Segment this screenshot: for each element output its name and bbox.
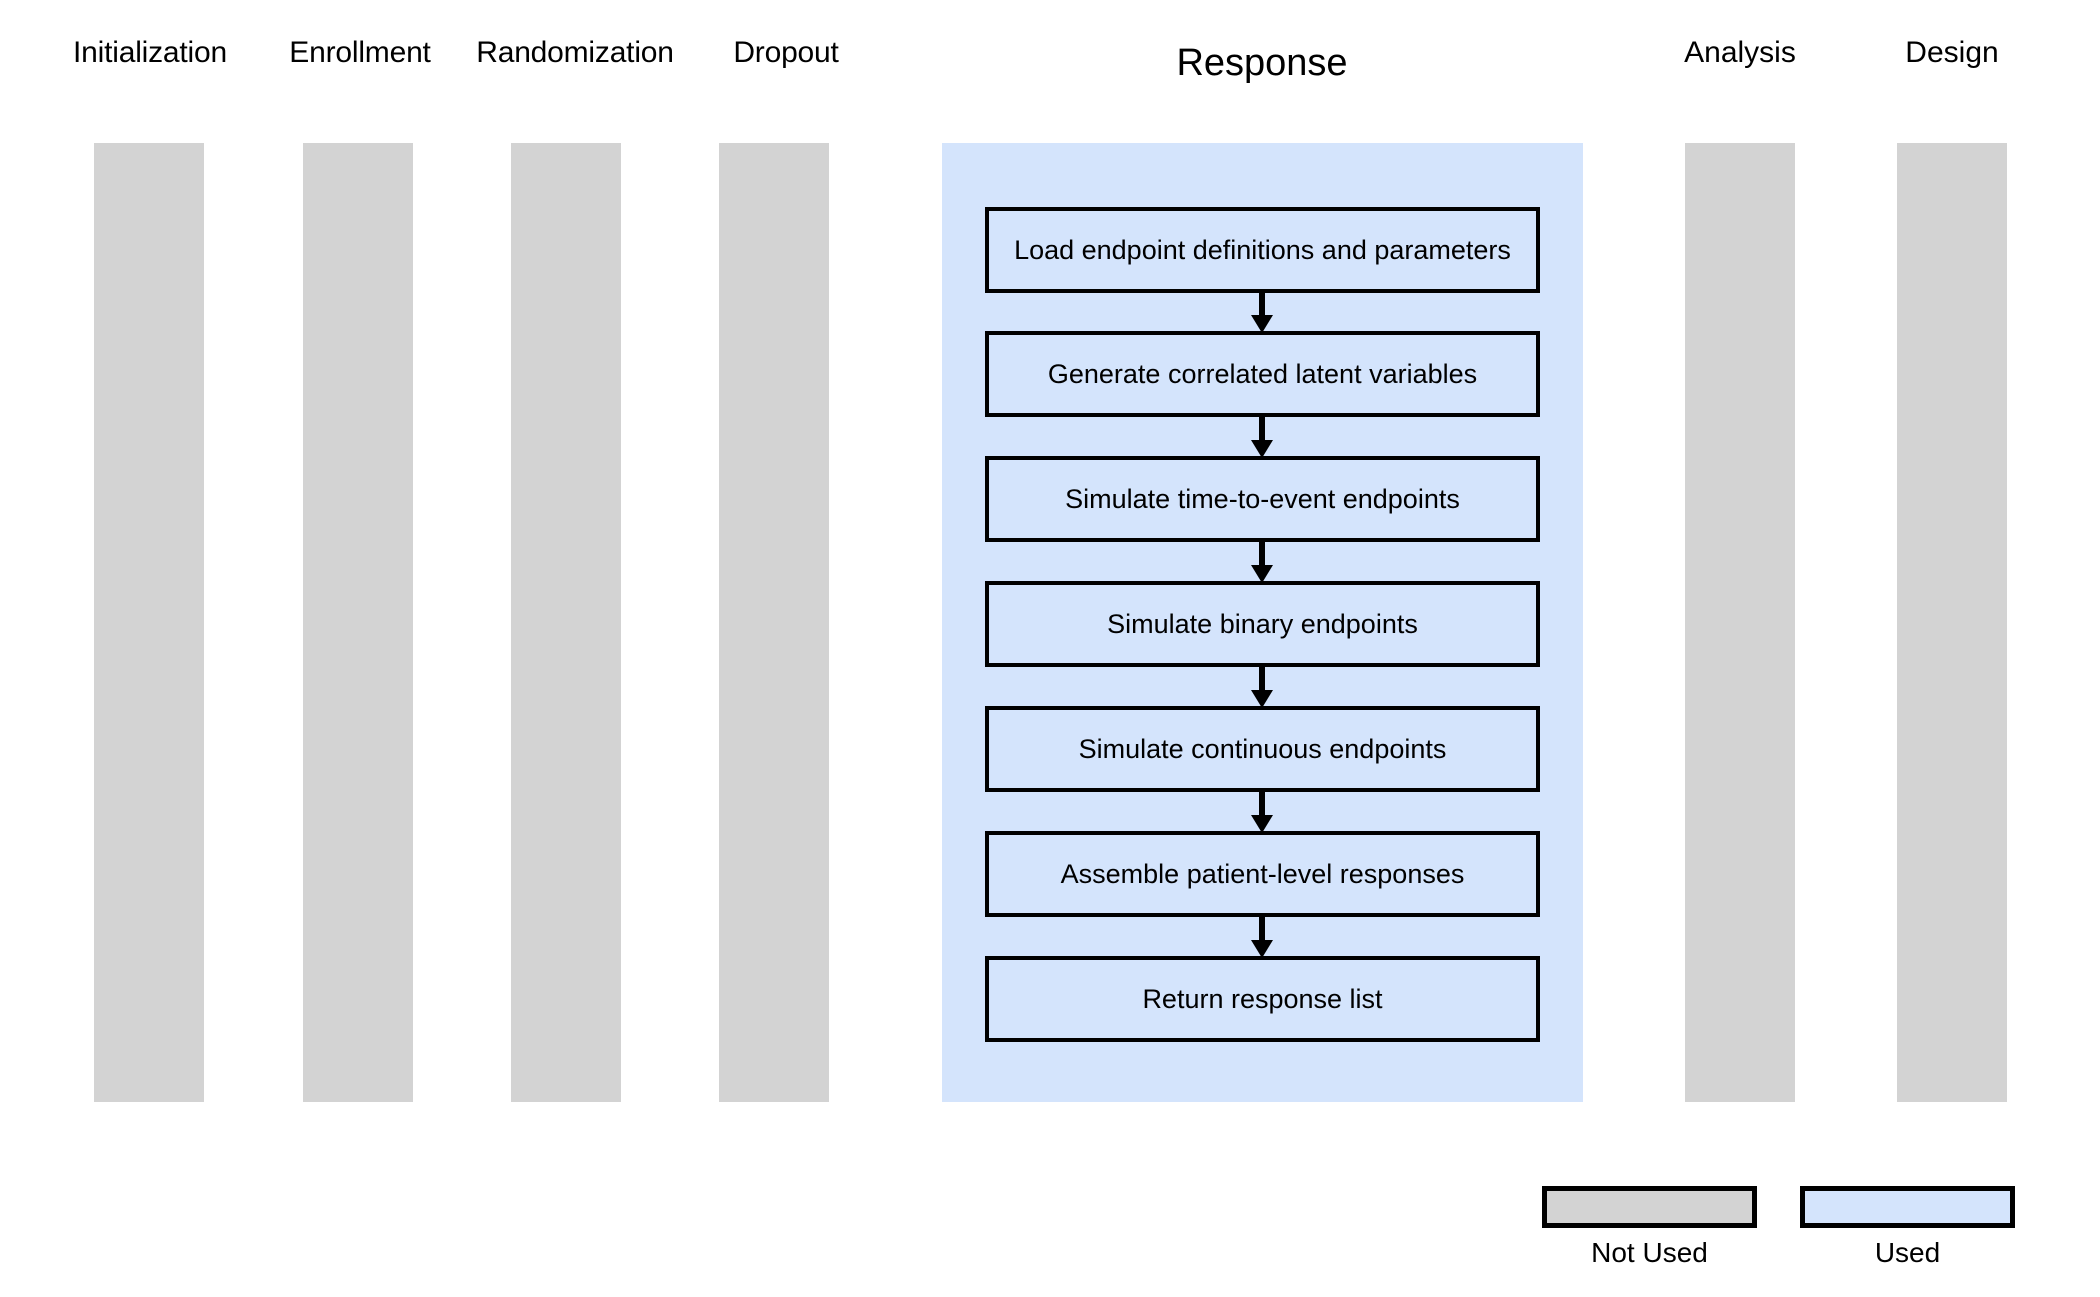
column-header-design: Design bbox=[1905, 36, 1999, 69]
column-header-response: Response bbox=[1176, 42, 1348, 84]
legend-item-used: Used bbox=[1800, 1186, 2015, 1269]
flow-step-2[interactable]: Generate correlated latent variables bbox=[985, 331, 1540, 417]
flow-arrow-5-to-6 bbox=[1245, 791, 1279, 833]
flow-arrow-2-to-3 bbox=[1245, 416, 1279, 458]
legend-label-not-used: Not Used bbox=[1591, 1237, 1708, 1268]
legend-item-not-used: Not Used bbox=[1542, 1186, 1757, 1269]
module-column-design bbox=[1897, 143, 2007, 1102]
legend-label-used: Used bbox=[1874, 1237, 1941, 1268]
flow-step-4-label: Simulate binary endpoints bbox=[1107, 608, 1418, 639]
flow-step-4[interactable]: Simulate binary endpoints bbox=[985, 581, 1540, 667]
flow-step-3[interactable]: Simulate time-to-event endpoints bbox=[985, 456, 1540, 542]
module-column-initialization bbox=[94, 143, 204, 1102]
legend-swatch-not-used bbox=[1542, 1186, 1757, 1228]
flow-arrow-1-to-2 bbox=[1245, 291, 1279, 333]
module-column-randomization bbox=[511, 143, 621, 1102]
flow-arrow-6-to-7 bbox=[1245, 916, 1279, 958]
flow-step-2-label: Generate correlated latent variables bbox=[1047, 358, 1478, 389]
column-header-randomization: Randomization bbox=[476, 36, 674, 69]
module-column-dropout bbox=[719, 143, 829, 1102]
column-header-initialization: Initialization bbox=[73, 36, 227, 69]
flow-step-3-label: Simulate time-to-event endpoints bbox=[1065, 483, 1460, 514]
column-header-dropout: Dropout bbox=[733, 36, 839, 69]
legend-swatch-used bbox=[1800, 1186, 2015, 1228]
column-header-analysis: Analysis bbox=[1684, 36, 1796, 69]
module-column-analysis bbox=[1685, 143, 1795, 1102]
column-header-enrollment: Enrollment bbox=[289, 36, 431, 69]
module-column-enrollment bbox=[303, 143, 413, 1102]
flow-step-5[interactable]: Simulate continuous endpoints bbox=[985, 706, 1540, 792]
flow-arrow-4-to-5 bbox=[1245, 666, 1279, 708]
flow-step-6[interactable]: Assemble patient-level responses bbox=[985, 831, 1540, 917]
flow-arrow-3-to-4 bbox=[1245, 541, 1279, 583]
flow-step-7-label: Return response list bbox=[1142, 983, 1383, 1014]
flow-step-1[interactable]: Load endpoint definitions and parameters bbox=[985, 207, 1540, 293]
flow-step-7[interactable]: Return response list bbox=[985, 956, 1540, 1042]
flow-step-5-label: Simulate continuous endpoints bbox=[1078, 733, 1447, 764]
flow-step-6-label: Assemble patient-level responses bbox=[1060, 858, 1465, 889]
flow-step-1-label: Load endpoint definitions and parameters bbox=[1014, 234, 1511, 265]
